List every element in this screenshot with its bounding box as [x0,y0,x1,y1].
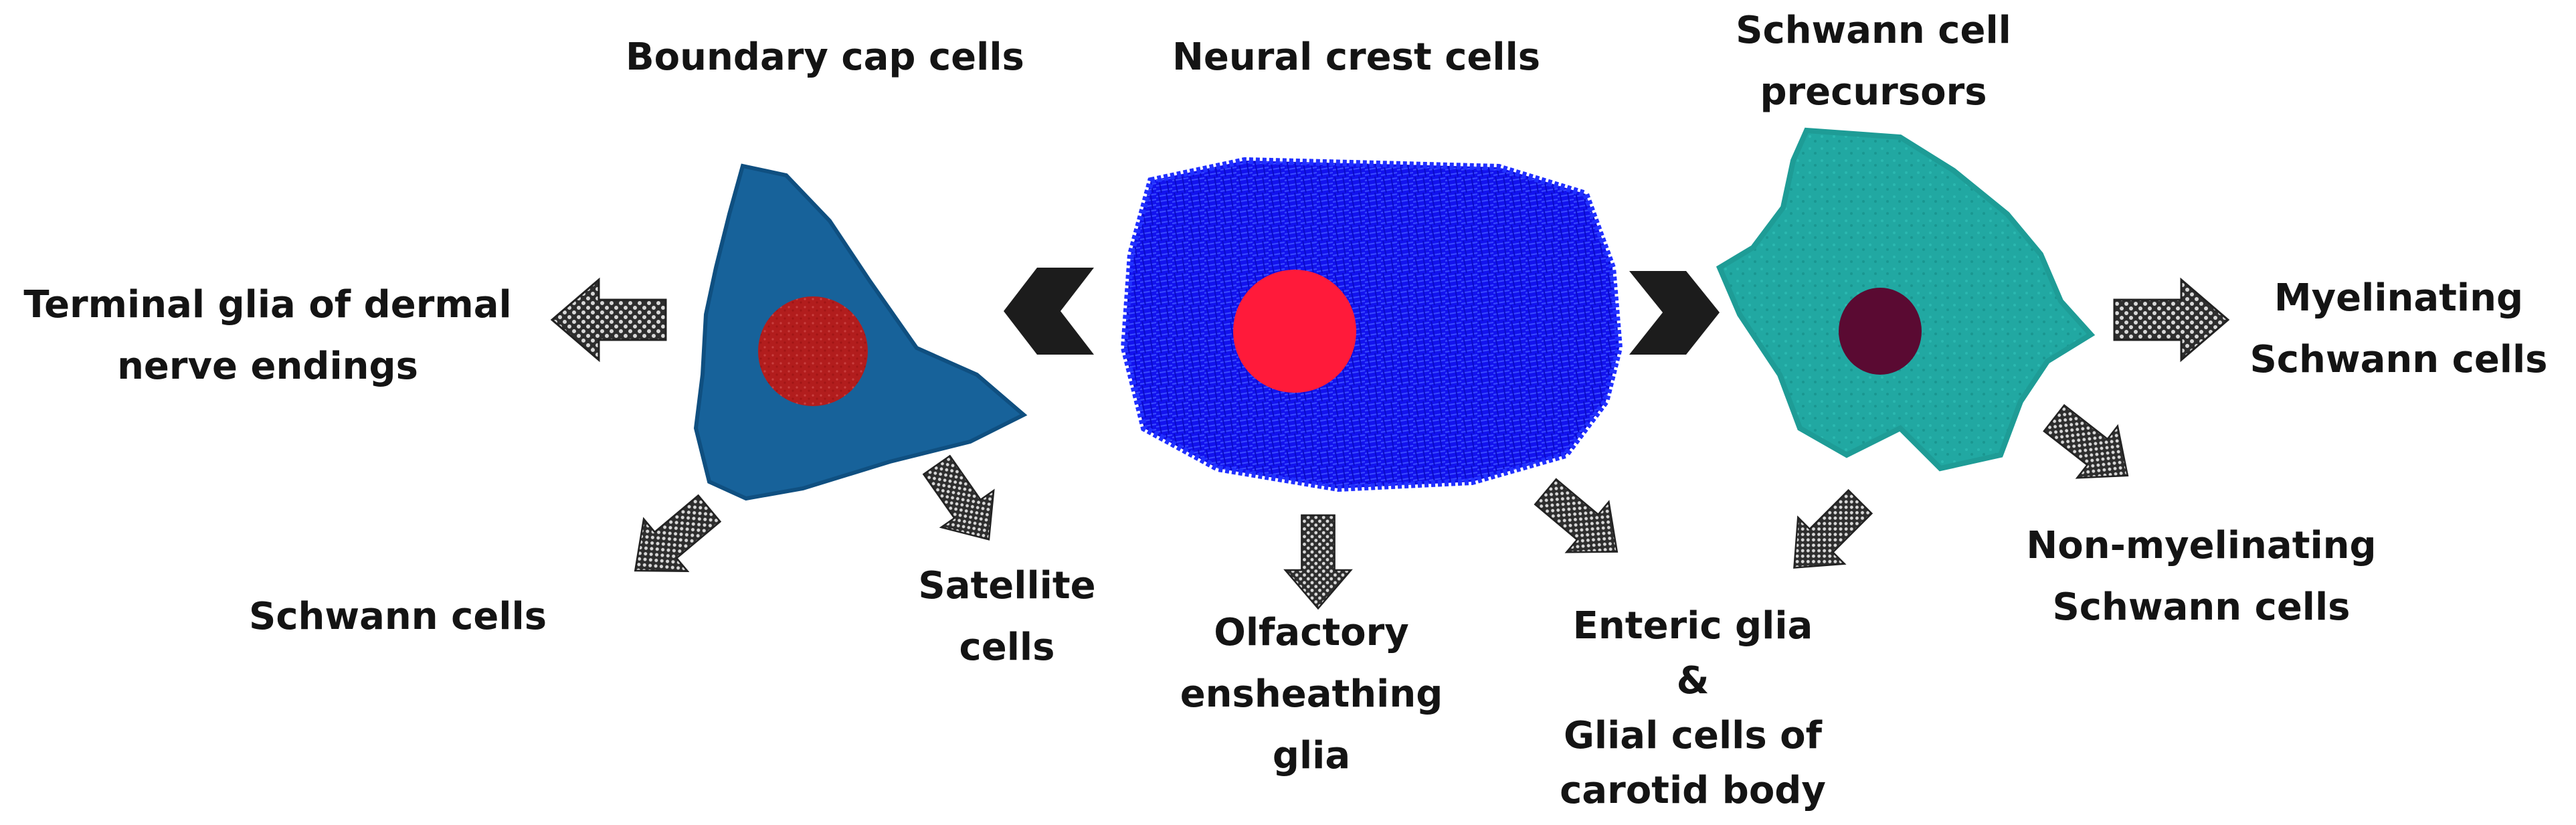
non-myelinating-label: Non-myelinating Schwann cells [2026,524,2377,629]
neural-crest-cell [1120,157,1623,492]
neural-crest-label: Neural crest cells [1172,35,1541,79]
olfactory-label: Olfactory ensheathing glia [1180,611,1443,777]
arrow-down-right-icon [1524,466,1639,578]
arrow-down-right-icon [2033,391,2149,502]
schwann-precursors-label: Schwann cell precursors [1736,9,2011,114]
arrow-down-right-icon [909,446,1016,559]
boundary-cap-label: Boundary cap cells [626,35,1024,79]
chevron-right-icon [1629,271,1720,355]
enteric-label: Enteric glia & Glial cells of carotid bo… [1560,604,1826,812]
arrow-down-left-icon [1770,477,1885,592]
schwann-cells-label: Schwann cells [249,595,547,638]
boundary-cap-nucleus [758,296,868,406]
satellite-label: Satellite cells [918,564,1096,669]
schwann-precursor-nucleus [1839,288,1922,375]
arrow-down-left-icon [612,481,733,598]
myelinating-label: Myelinating Schwann cells [2249,276,2548,381]
boundary-cap-cell [693,163,1028,501]
terminal-glia-label: Terminal glia of dermal nerve endings [23,283,512,388]
chevron-left-icon [1004,268,1094,355]
schwann-precursor-cell [1716,127,2096,472]
arrow-right-icon [2113,278,2229,361]
arrow-down-icon [1284,514,1352,610]
arrow-left-icon [551,278,667,361]
neural-crest-nucleus [1233,270,1356,393]
